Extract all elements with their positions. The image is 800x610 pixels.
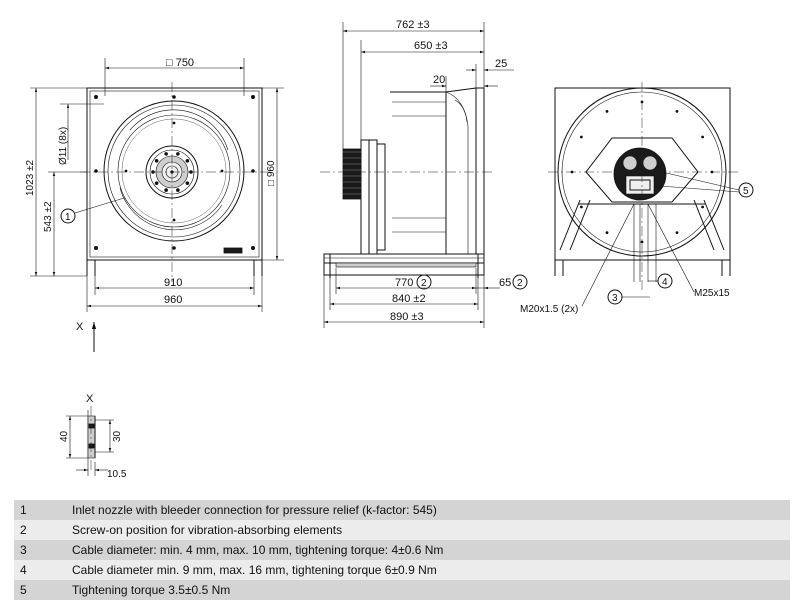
callout-2a: 2	[421, 278, 427, 289]
hub-bolt	[185, 181, 190, 185]
dim-890: 890 ±3	[390, 311, 424, 323]
legend-text: Cable diameter: min. 4 mm, max. 10 mm, t…	[72, 540, 790, 560]
legend-number: 4	[14, 560, 72, 580]
callout-5: 5	[743, 186, 749, 197]
dim-10-5: 10.5	[107, 469, 127, 480]
callout-4: 4	[662, 277, 668, 288]
technical-drawing: □ 750 1023 ±2 Ø11 (8x) 543 ±2 □ 960 910 …	[25, 19, 754, 480]
dim-20: 20	[433, 74, 445, 86]
legend-text: Tightening torque 3.5±0.5 Nm	[72, 580, 790, 600]
mounting-hole	[675, 231, 679, 235]
legend-text: Screw-on position for vibration-absorbin…	[72, 520, 790, 540]
hub-bolt	[154, 159, 159, 163]
mounting-hole	[605, 231, 609, 235]
callout-2b: 2	[517, 278, 523, 289]
hub-bolt	[164, 188, 168, 192]
dim-25: 25	[495, 58, 507, 70]
dim-width-inner: 910	[164, 277, 182, 289]
label-m25: M25x15	[694, 288, 730, 299]
mounting-hole	[579, 205, 583, 209]
callout-1: 1	[65, 212, 71, 223]
legend-text: Cable diameter min. 9 mm, max. 16 mm, ti…	[72, 560, 790, 580]
dim-40: 40	[59, 430, 70, 442]
dim-height-side: □ 960	[266, 160, 277, 186]
front-dimensions: □ 750 1023 ±2 Ø11 (8x) 543 ±2 □ 960 910 …	[25, 57, 284, 352]
dim-height-axis: 543 ±2	[43, 201, 54, 232]
dim-length-wheel: 650 ±3	[414, 40, 448, 52]
mounting-hole	[701, 135, 705, 139]
front-view	[80, 82, 270, 282]
dim-width-outer: 960	[164, 294, 182, 306]
detail-x-title: X	[86, 393, 94, 405]
dim-holes: Ø11 (8x)	[58, 127, 69, 165]
mounting-hole	[605, 109, 609, 113]
back-view	[548, 82, 738, 290]
dim-30: 30	[112, 430, 123, 442]
dim-width-top: □ 750	[166, 57, 194, 69]
legend-number: 1	[14, 500, 72, 520]
hub-bolt	[176, 152, 180, 156]
side-view	[320, 87, 492, 278]
mounting-hole	[579, 135, 583, 139]
legend-number: 3	[14, 540, 72, 560]
mounting-hole	[640, 240, 644, 244]
side-dimensions: 762 ±3 650 ±3 20 25 770 2 65 2 840 ±2 89…	[323, 19, 528, 328]
hub-bolt	[185, 159, 190, 163]
dim-65: 65	[499, 277, 511, 289]
dim-840: 840 ±2	[392, 293, 426, 305]
legend-number: 5	[14, 580, 72, 600]
label-m20: M20x1.5 (2x)	[520, 304, 578, 315]
dim-height-total: 1023 ±2	[25, 159, 36, 196]
hub-bolt	[164, 152, 168, 156]
mounting-hole	[675, 109, 679, 113]
callout-3: 3	[612, 293, 618, 304]
dim-length-total: 762 ±3	[396, 19, 430, 31]
dim-770: 770	[395, 277, 413, 289]
mounting-hole	[701, 205, 705, 209]
legend-text: Inlet nozzle with bleeder connection for…	[72, 500, 790, 520]
hub-bolt	[176, 188, 180, 192]
hub-bolt	[154, 181, 159, 185]
x-marker-label: X	[76, 321, 84, 333]
back-callouts: 5 3 4 M20x1.5 (2x) M25x15	[520, 171, 754, 315]
detail-x: X 40 30 10.5	[59, 393, 127, 480]
legend-number: 2	[14, 520, 72, 540]
